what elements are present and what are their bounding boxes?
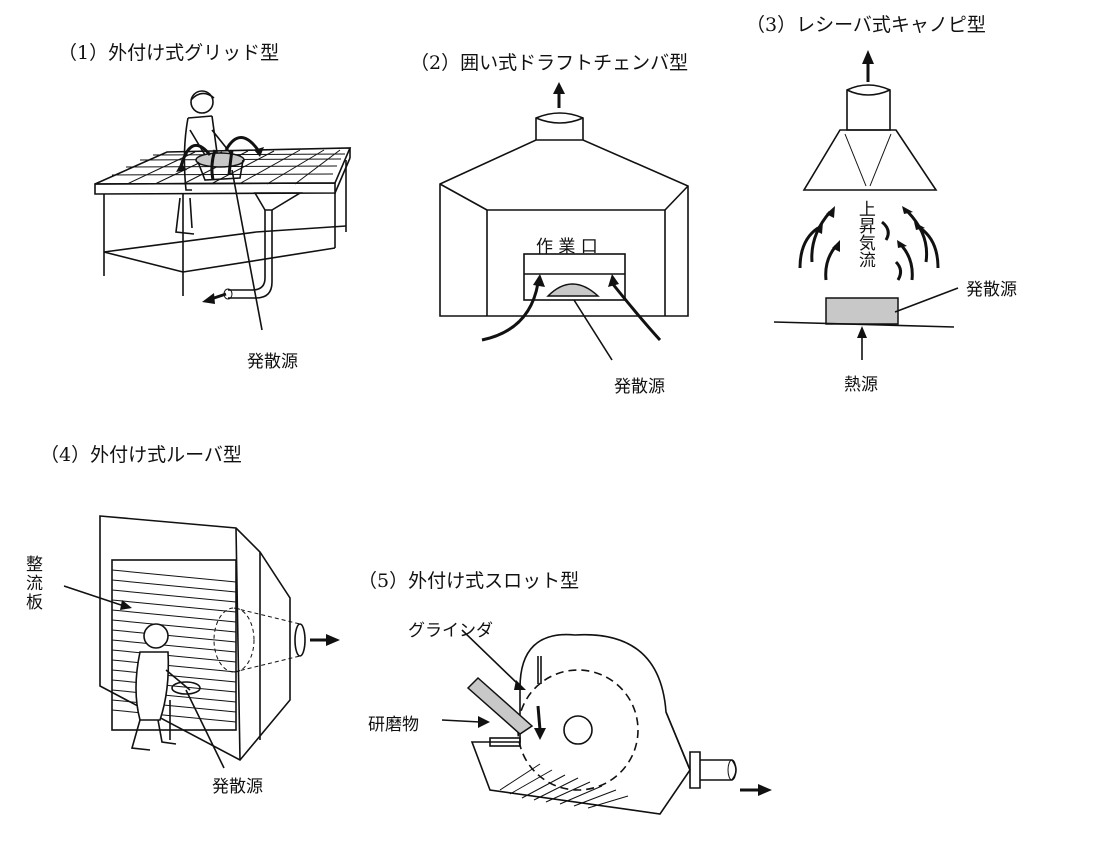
panel5-grinder-label: グラインダ	[408, 616, 493, 641]
exhaust-arrow-icon	[758, 784, 772, 796]
spark-pattern	[500, 764, 628, 808]
panel5-workpiece-label: 研磨物	[368, 710, 419, 735]
